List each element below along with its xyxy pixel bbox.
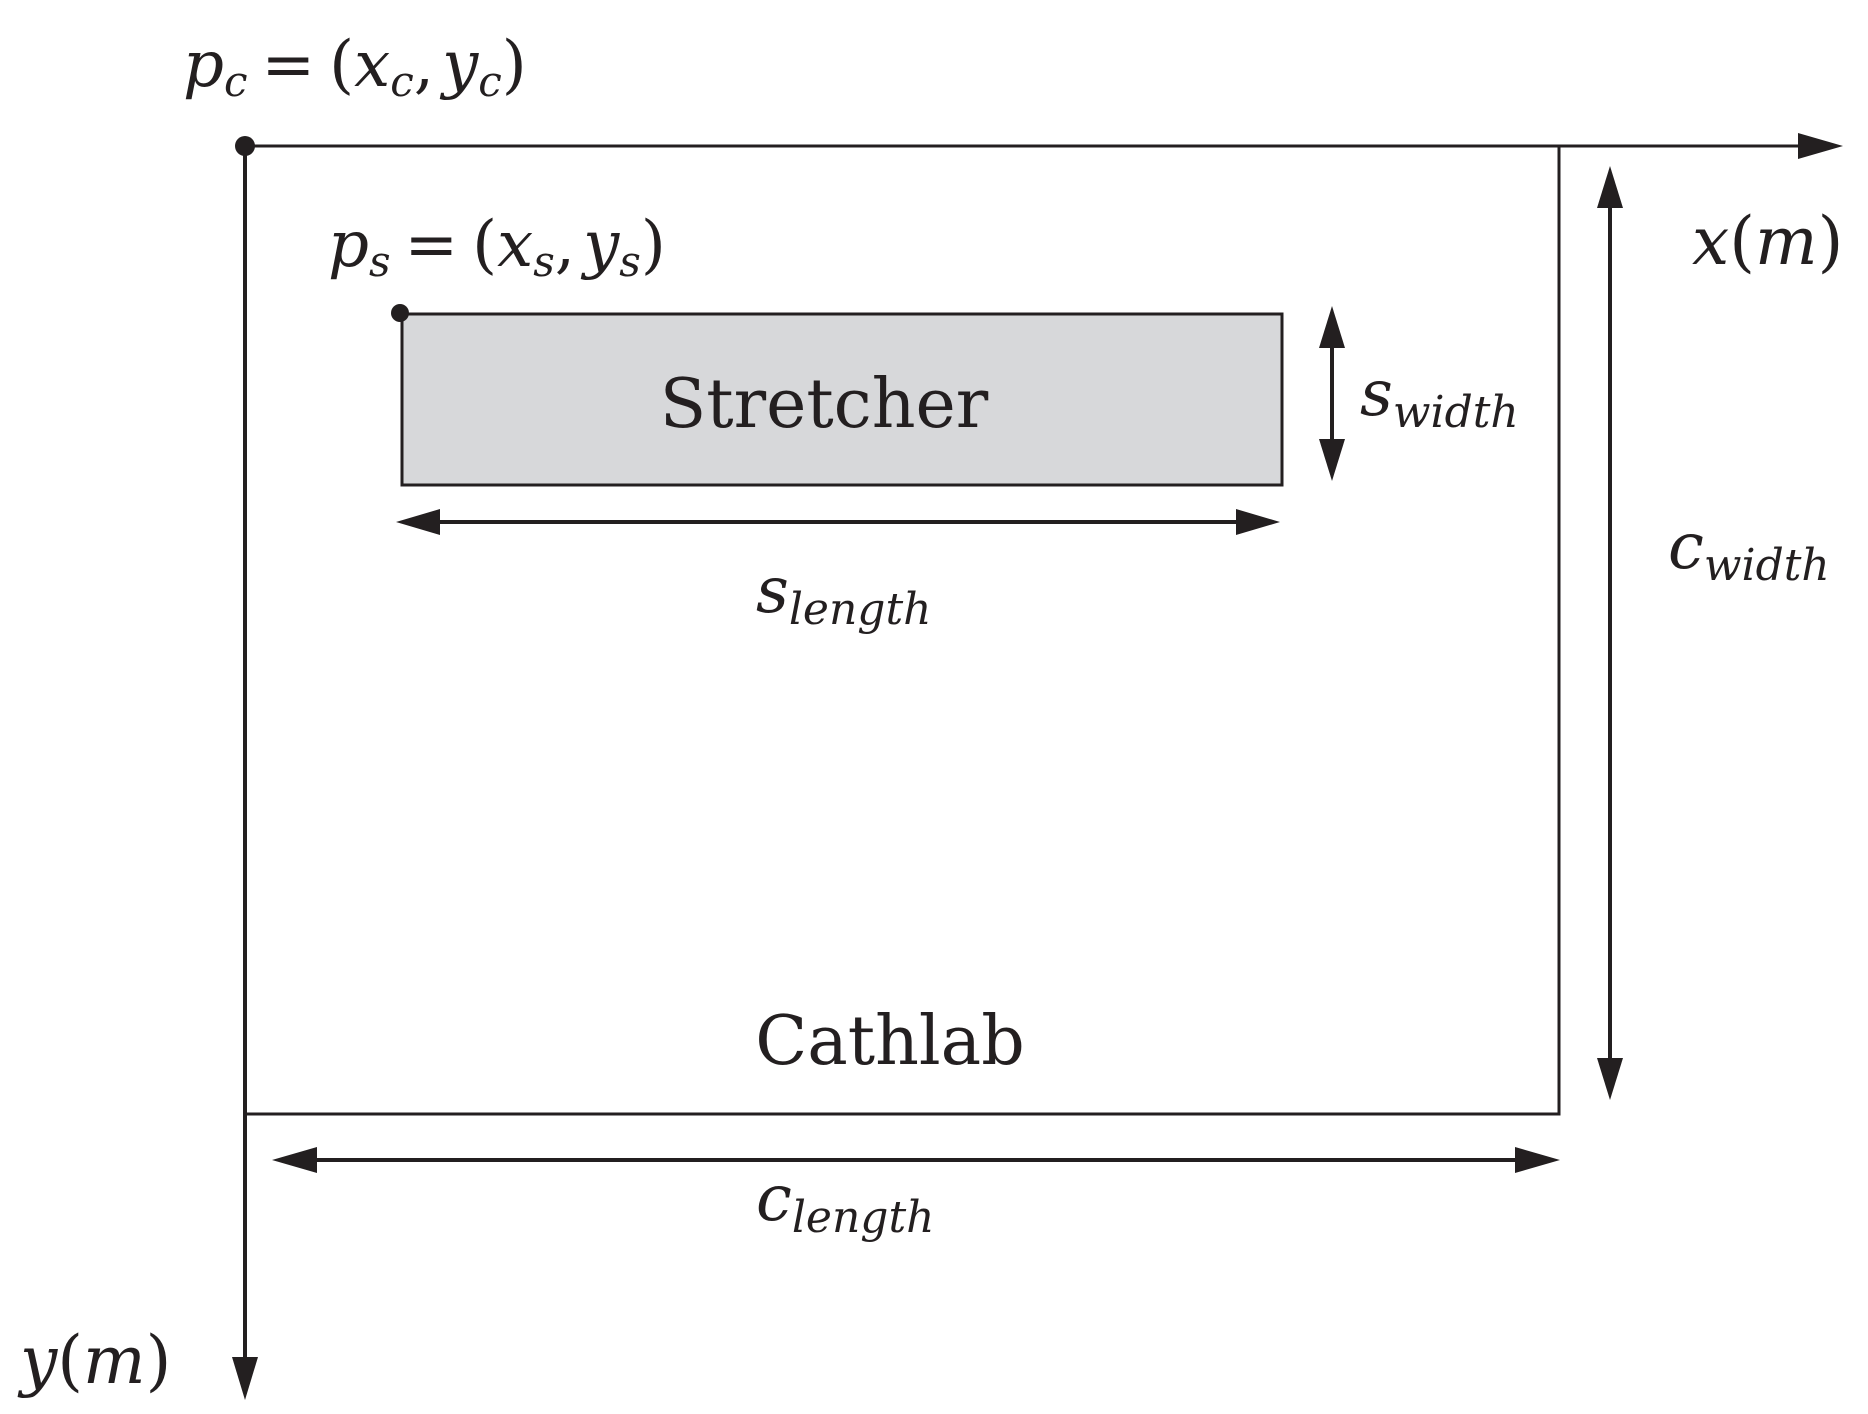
y-axis-arrowhead (232, 1357, 258, 1400)
y-axis (232, 146, 258, 1400)
y-axis-label: y(m) (17, 1322, 171, 1399)
x-axis-label: x(m) (1692, 203, 1843, 280)
stretcher-label: Stretcher (660, 365, 989, 444)
stretcher-length-arrow (396, 509, 1280, 535)
cathlab-width-label: cwidth (1668, 510, 1830, 591)
cathlab-label: Cathlab (755, 1002, 1025, 1081)
cathlab-origin-point (235, 136, 255, 156)
stretcher-origin-point (391, 304, 409, 322)
cathlab-length-label: clength (756, 1162, 934, 1243)
x-axis-arrowhead (1798, 133, 1843, 159)
cathlab-origin-label: pc=(xc,yc) (183, 28, 527, 106)
cathlab-width-arrow (1597, 166, 1623, 1100)
stretcher-length-label: slength (756, 554, 931, 635)
stretcher-width-label: swidth (1360, 357, 1519, 438)
x-axis (245, 133, 1843, 159)
stretcher-width-arrow (1319, 306, 1345, 481)
stretcher-rectangle (400, 312, 1284, 487)
cathlab-length-arrow (272, 1147, 1560, 1173)
stretcher-origin-label: ps=(xs,ys) (328, 208, 666, 286)
